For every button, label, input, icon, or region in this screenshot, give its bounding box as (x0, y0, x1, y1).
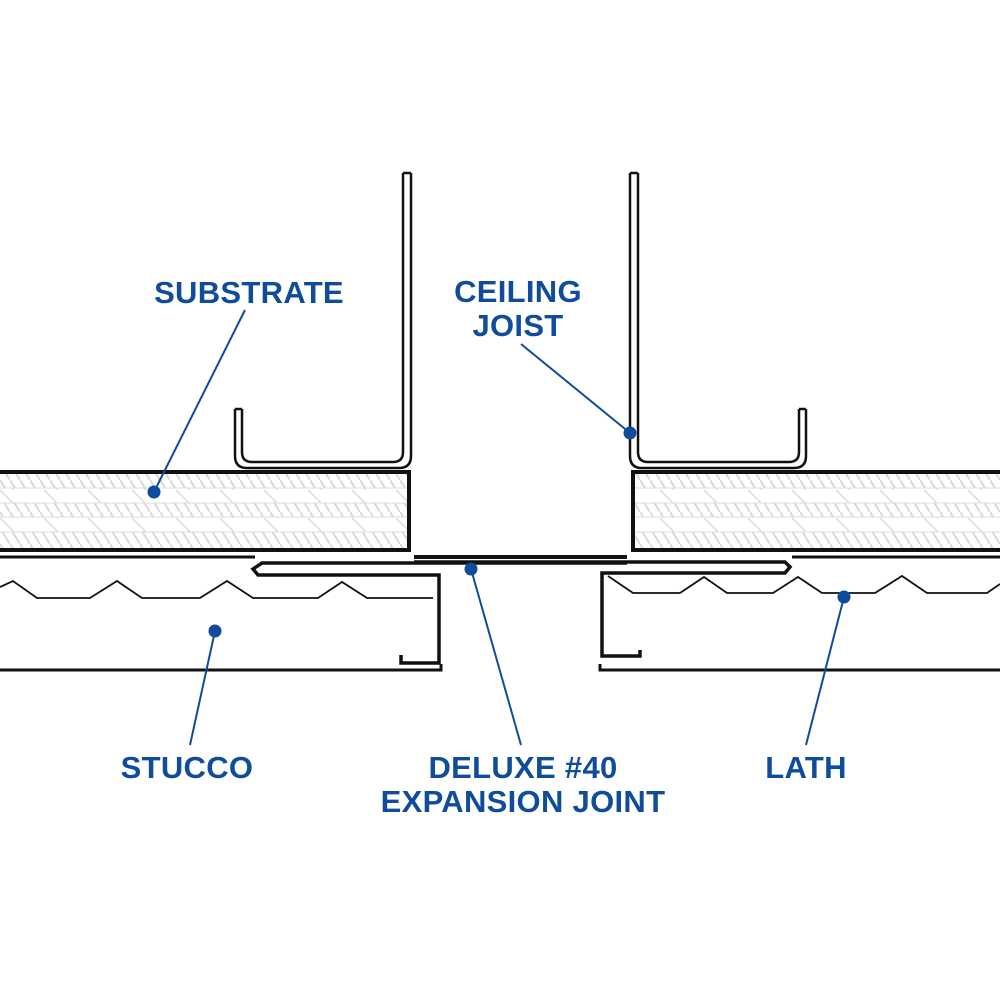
substrate-left (0, 470, 411, 552)
stucco-marker-dot (208, 624, 222, 638)
substrate-right (631, 470, 1000, 552)
ceiling-joist-marker-dot (623, 426, 637, 440)
substrate-label: SUBSTRATE (154, 275, 344, 310)
ceiling-joist-label-line2: JOIST (472, 308, 563, 343)
expansion-joint-label-line2: EXPANSION JOINT (381, 784, 666, 819)
stucco-right (598, 555, 1000, 672)
stucco-label: STUCCO (121, 750, 254, 785)
stucco-callout (189, 624, 222, 746)
ceiling-joist-left (233, 171, 413, 470)
ceiling-joist-right (628, 171, 808, 470)
expansion-joint-callout (464, 562, 522, 746)
substrate-marker-dot (147, 485, 161, 499)
lath-callout (805, 590, 851, 746)
expansion-joint-profile (250, 555, 793, 665)
stucco-left (0, 555, 443, 672)
ceiling-joist-label-line1: CEILING (454, 274, 582, 309)
substrate-callout (147, 309, 246, 499)
expansion-joint-marker-dot (464, 562, 478, 576)
lath-marker-dot (837, 590, 851, 604)
ceiling-joist-callout (520, 343, 637, 440)
expansion-joint-label-line1: DELUXE #40 (428, 750, 617, 785)
lath-label: LATH (765, 750, 847, 785)
